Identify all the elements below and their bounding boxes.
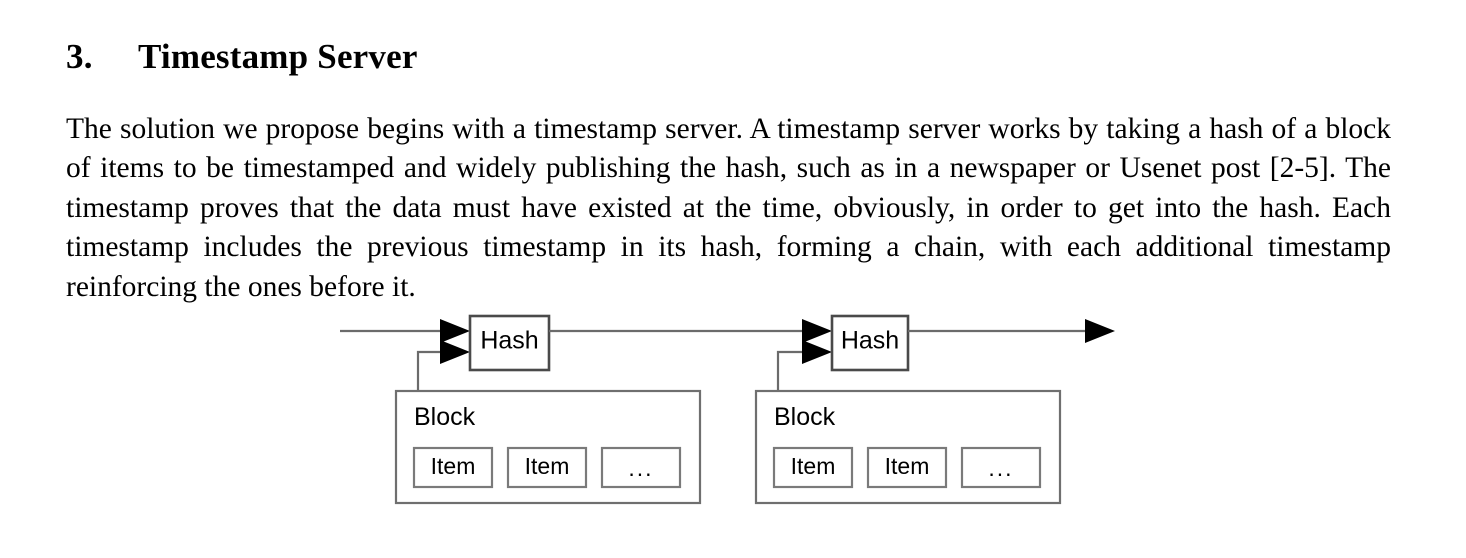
body-paragraph: The solution we propose begins with a ti…	[66, 112, 1391, 303]
hash-box-1-label: Hash	[480, 327, 538, 355]
chain-input-arrowhead	[440, 319, 470, 343]
section-number: 3.	[66, 37, 93, 77]
block-box-2-label: Block	[774, 403, 836, 431]
hash-box-1	[468, 314, 551, 372]
page-title: 3. Timestamp Server	[66, 35, 1396, 79]
chain-output-arrowhead	[1085, 319, 1115, 343]
hash-box-2-label: Hash	[841, 327, 899, 355]
section-title: Timestamp Server	[138, 37, 418, 77]
block2-to-hash2-arrowhead	[802, 340, 832, 364]
block-1-item-label-3: ...	[628, 455, 653, 481]
block-1-item-label-2: Item	[525, 453, 570, 479]
hash-box-2	[830, 314, 910, 372]
block1-to-hash1-arrowhead	[440, 340, 470, 364]
block-box-1-label: Block	[414, 403, 476, 431]
timestamp-server-chain-diagram: Hash Block Item Item ... Hash	[0, 292, 1466, 558]
block-2-item-box-3	[960, 446, 1042, 489]
block-1-item-box-2	[506, 446, 588, 489]
block-2-item-label-3: ...	[988, 455, 1013, 481]
block-2-item-box-1	[772, 446, 854, 489]
block-2-item-label-2: Item	[885, 453, 930, 479]
hash1-to-hash2-arrowhead	[802, 319, 832, 343]
block-1-item-box-3	[600, 446, 682, 489]
block-1-item-label-1: Item	[431, 453, 476, 479]
block-2-item-box-2	[866, 446, 948, 489]
block-2-item-label-1: Item	[791, 453, 836, 479]
block-1-item-box-1	[412, 446, 494, 489]
